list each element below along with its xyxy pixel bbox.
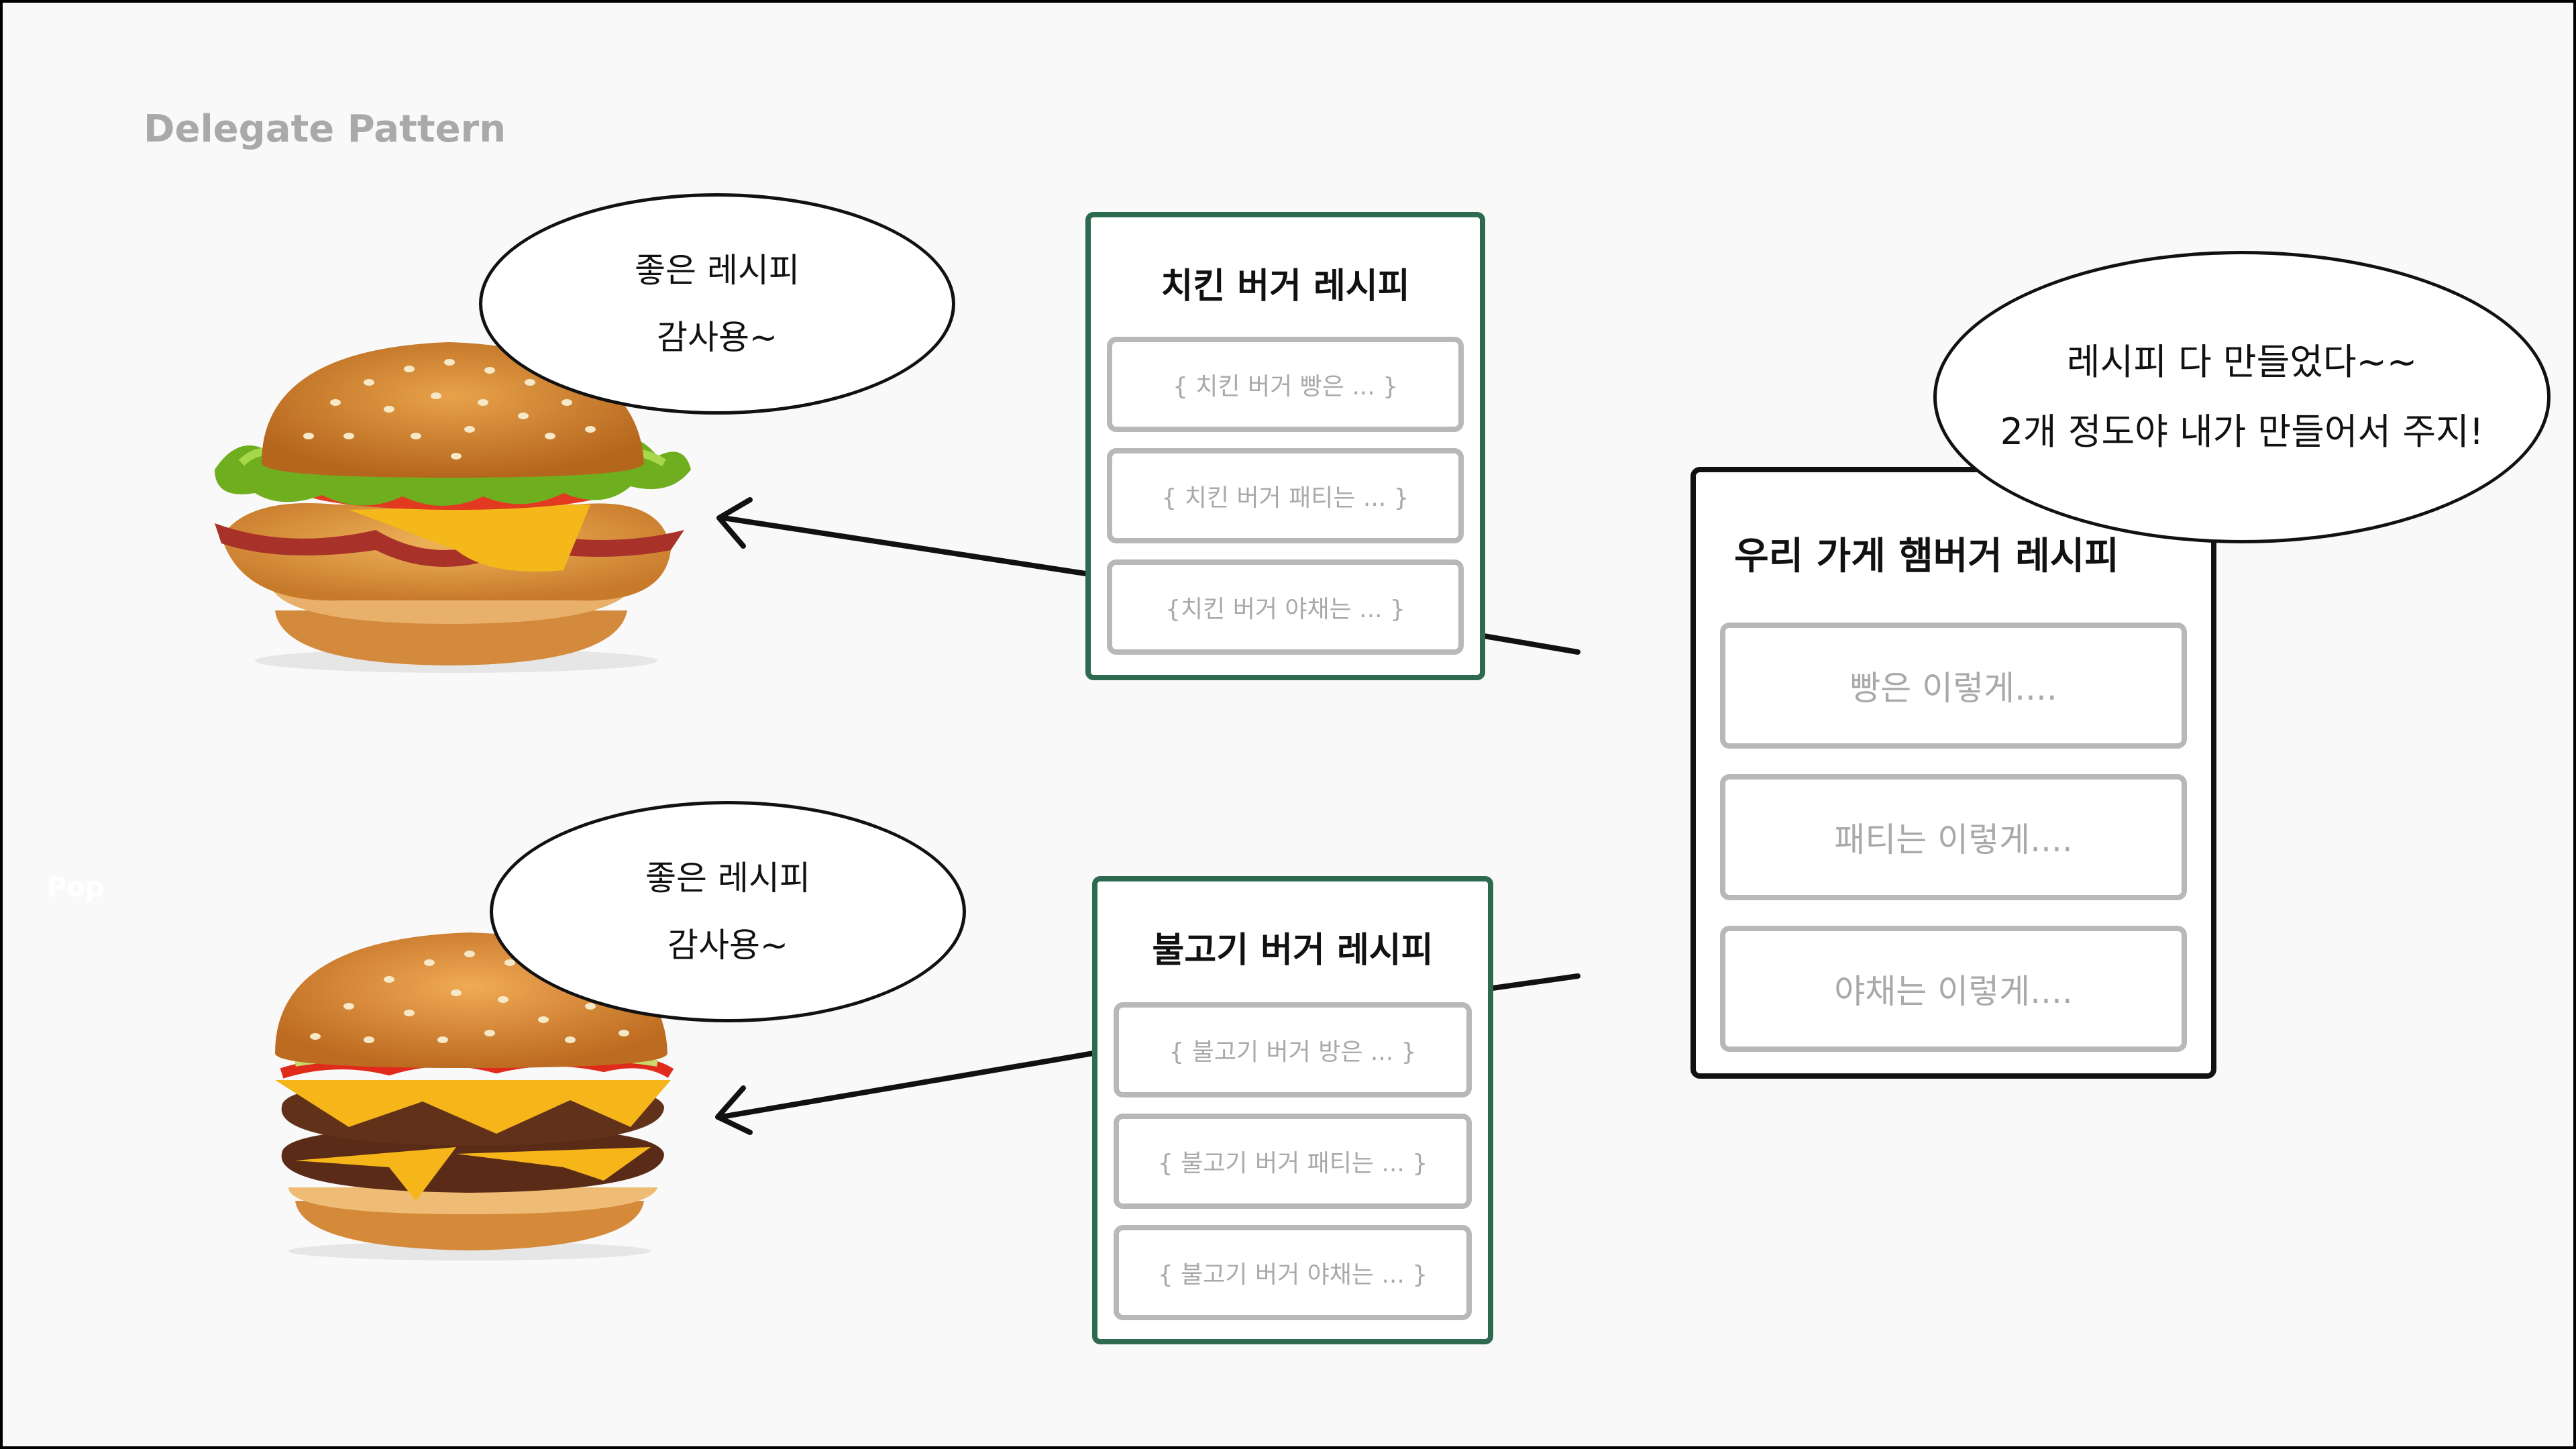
store-patty-field[interactable]: 패티는 이렇게.... xyxy=(1720,774,2187,900)
bulgogi-link-line xyxy=(1490,973,1580,991)
hidden-label: Pop xyxy=(47,872,105,903)
bubble-line-2: 감사용~ xyxy=(657,318,777,357)
bubble-line-2: 감사용~ xyxy=(667,926,788,965)
chicken-arrowhead xyxy=(716,497,753,549)
bulgogi-arrowhead xyxy=(715,1085,753,1135)
bubble-line-1: 레시피 다 만들었다~~ xyxy=(2066,341,2418,383)
bulgogi-recipe-card: 불고기 버거 레시피 { 불고기 버거 방은 ... } { 불고기 버거 패티… xyxy=(1092,876,1493,1344)
store-speech-bubble: 레시피 다 만들었다~~ 2개 정도야 내가 만들어서 주지! xyxy=(1933,251,2551,543)
store-recipe-card: 우리 가게 햄버거 레시피 빵은 이렇게.... 패티는 이렇게.... 야채는… xyxy=(1690,467,2216,1079)
chicken-patty-field[interactable]: { 치킨 버거 패티는 ... } xyxy=(1107,448,1464,543)
chicken-speech-bubble: 좋은 레시피 감사용~ xyxy=(479,193,955,415)
bulgogi-speech-bubble: 좋은 레시피 감사용~ xyxy=(490,801,966,1022)
bubble-line-1: 좋은 레시피 xyxy=(645,859,810,898)
chicken-recipe-title: 치킨 버거 레시피 xyxy=(1161,266,1410,307)
bubble-line-2: 2개 정도야 내가 만들어서 주지! xyxy=(2000,411,2484,453)
bulgogi-bun-field[interactable]: { 불고기 버거 방은 ... } xyxy=(1114,1002,1472,1097)
bubble-line-1: 좋은 레시피 xyxy=(635,251,800,290)
chicken-recipe-card: 치킨 버거 레시피 { 치킨 버거 빵은 ... } { 치킨 버거 패티는 .… xyxy=(1085,212,1485,680)
chicken-burger-icon xyxy=(215,342,691,673)
double-cheeseburger-icon xyxy=(275,932,674,1260)
store-bun-field[interactable]: 빵은 이렇게.... xyxy=(1720,623,2187,749)
bulgogi-arrow-line xyxy=(718,1051,1096,1120)
store-veggie-field[interactable]: 야채는 이렇게.... xyxy=(1720,926,2187,1052)
chicken-veggie-field[interactable]: {치킨 버거 야채는 ... } xyxy=(1107,559,1464,655)
chicken-link-line xyxy=(1481,633,1580,655)
bulgogi-veggie-field[interactable]: { 불고기 버거 야채는 ... } xyxy=(1114,1225,1472,1320)
chicken-bun-field[interactable]: { 치킨 버거 빵은 ... } xyxy=(1107,337,1464,432)
page-title: Delegate Pattern xyxy=(144,107,506,151)
chicken-arrow-line xyxy=(720,515,1088,576)
store-recipe-title: 우리 가게 햄버거 레시피 xyxy=(1734,535,2119,578)
bulgogi-patty-field[interactable]: { 불고기 버거 패티는 ... } xyxy=(1114,1114,1472,1209)
bulgogi-recipe-title: 불고기 버거 레시피 xyxy=(1152,930,1434,971)
